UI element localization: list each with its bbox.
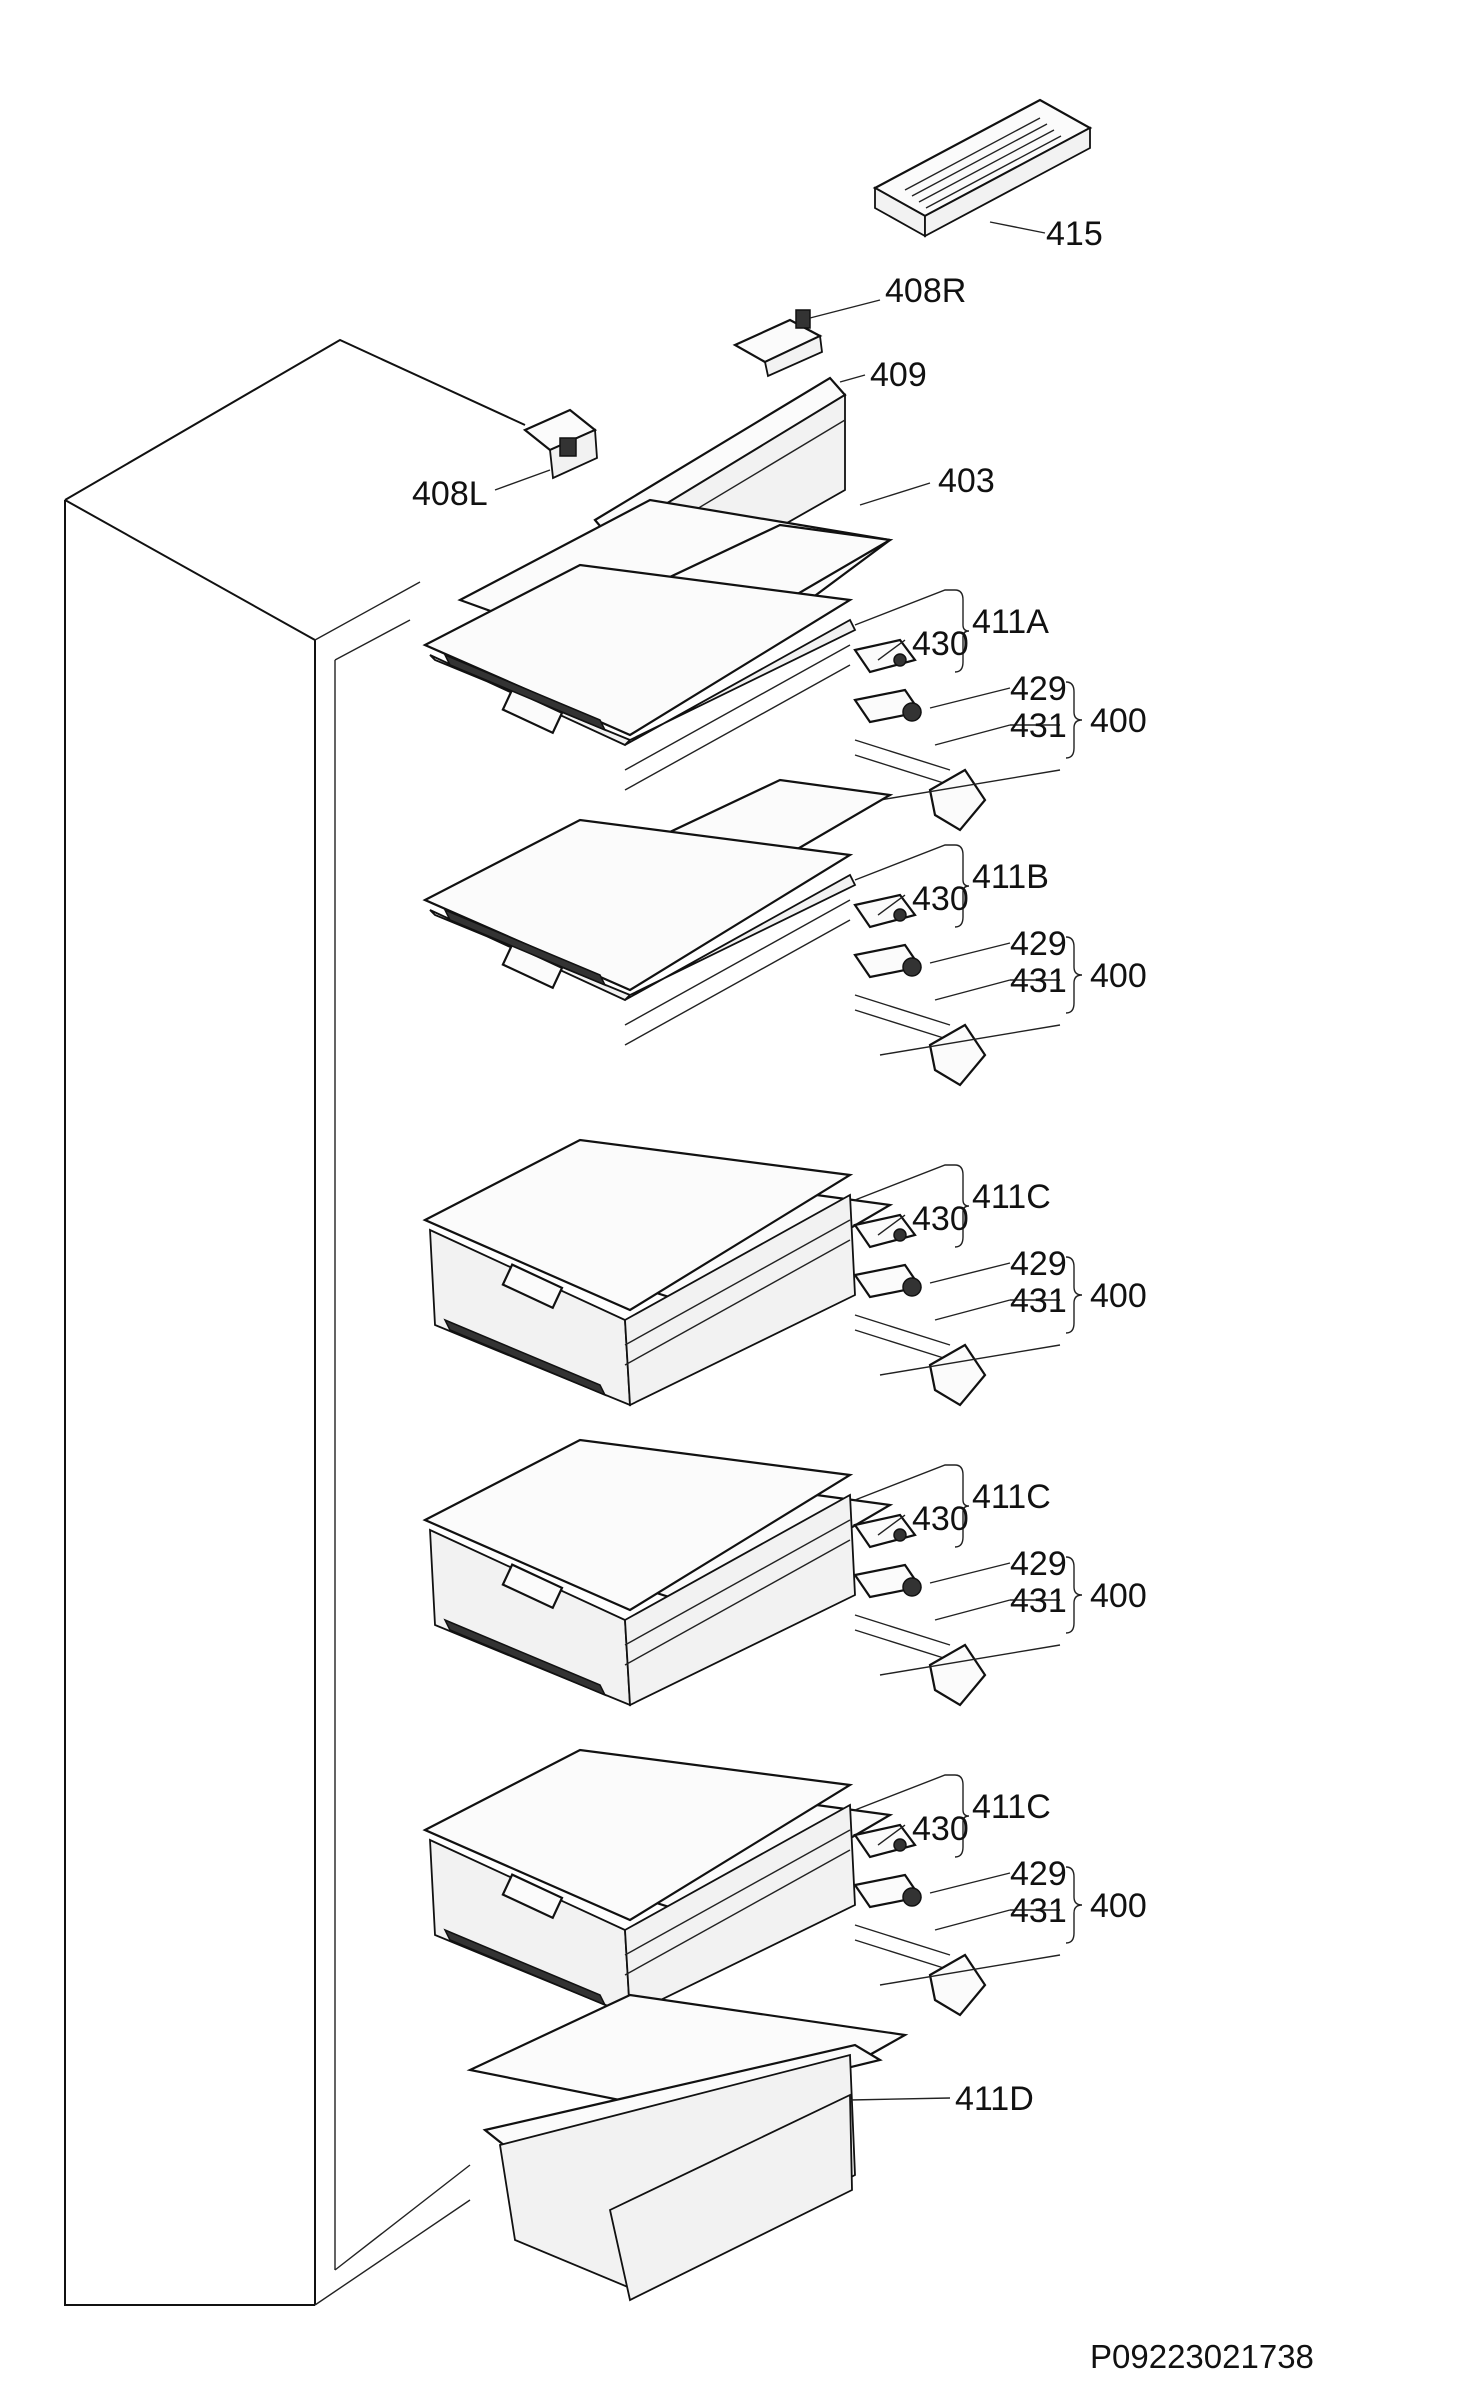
guide-431	[928, 768, 987, 832]
label-assembly: 400	[1090, 1577, 1147, 1615]
guide-431	[928, 1953, 987, 2017]
slide-rail-430	[853, 893, 917, 929]
slide-rail-hole	[893, 1528, 907, 1542]
label-408L: 408L	[412, 475, 488, 513]
label-guide: 431	[1010, 707, 1067, 745]
drawer-handle	[501, 1563, 564, 1610]
label-group: 411C	[972, 1478, 1051, 1516]
label-roller: 429	[1010, 1245, 1067, 1283]
drawer-top-rim	[422, 1438, 854, 1612]
guide-431	[928, 1343, 987, 1407]
label-409: 409	[870, 356, 927, 394]
part-408L-bracket	[494, 408, 598, 491]
cabinet-outline	[64, 338, 526, 2306]
slide-rail-hole	[893, 1838, 907, 1852]
drawer-handle	[501, 1873, 564, 1920]
slide-rail-430	[853, 638, 917, 674]
label-slide: 430	[912, 1200, 969, 1238]
drawing-code: P09223021738	[1090, 2338, 1314, 2375]
label-assembly: 400	[1090, 957, 1147, 995]
drawer-runner-strip	[443, 1928, 607, 2007]
guide-431	[928, 1023, 987, 1087]
label-group: 411B	[972, 858, 1049, 896]
roller-wheel	[902, 1277, 922, 1297]
label-roller: 429	[1010, 1855, 1067, 1893]
drawer-front-panel	[624, 618, 857, 746]
label-group: 411C	[972, 1178, 1051, 1216]
guide-431	[928, 1643, 987, 1707]
label-group: 411A	[972, 603, 1049, 641]
drawer-runner-strip	[443, 1618, 607, 1697]
roller-wheel	[902, 1887, 922, 1907]
label-408R: 408R	[885, 272, 966, 310]
label-guide: 431	[1010, 1892, 1067, 1930]
label-roller: 429	[1010, 670, 1067, 708]
label-411D: 411D	[955, 2080, 1034, 2118]
part-415-grille	[872, 98, 1093, 238]
drawer-handle	[501, 1263, 564, 1310]
label-guide: 431	[1010, 962, 1067, 1000]
label-assembly: 400	[1090, 1887, 1147, 1925]
label-roller: 429	[1010, 925, 1067, 963]
roller-wheel	[902, 1577, 922, 1597]
drawer-front-panel	[624, 1803, 856, 2017]
label-slide: 430	[912, 1500, 969, 1538]
label-403: 403	[938, 462, 995, 500]
drawer-front-panel	[624, 873, 857, 1001]
drawer-runner-strip	[443, 908, 607, 987]
drawer-front-panel	[624, 1193, 856, 1407]
slide-rail-hole	[893, 908, 907, 922]
roller-wheel	[902, 702, 922, 722]
slide-rail-hole	[893, 653, 907, 667]
slide-rail-hole	[893, 1228, 907, 1242]
part-411D-bottom-drawer	[466, 1993, 951, 2302]
drawer-top-rim	[422, 1748, 854, 1922]
roller-wheel	[902, 957, 922, 977]
label-slide: 430	[912, 625, 969, 663]
label-group: 411C	[972, 1788, 1051, 1826]
label-guide: 431	[1010, 1582, 1067, 1620]
label-415: 415	[1046, 215, 1103, 253]
label-assembly: 400	[1090, 702, 1147, 740]
drawer-top-rim	[422, 1138, 854, 1312]
label-assembly: 400	[1090, 1277, 1147, 1315]
drawer-front-panel	[624, 1493, 856, 1707]
label-guide: 431	[1010, 1282, 1067, 1320]
part-408R-bracket	[732, 299, 881, 378]
drawer-runner-strip	[443, 653, 607, 732]
label-slide: 430	[912, 1810, 969, 1848]
label-slide: 430	[912, 880, 969, 918]
label-roller: 429	[1010, 1545, 1067, 1583]
drawer-runner-strip	[443, 1318, 607, 1397]
